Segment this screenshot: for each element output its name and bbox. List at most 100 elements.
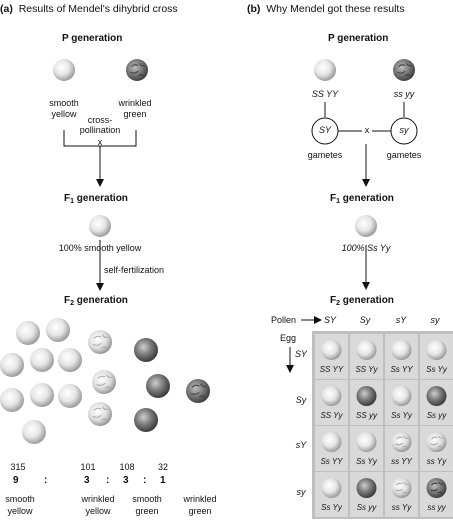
punnett-cell: Ss YY: [385, 334, 418, 379]
punnett-pea-smooth-green: [356, 386, 377, 406]
punnett-cell-genotype: Ss yy: [426, 411, 447, 420]
pollen-gamete-4: sy: [430, 315, 440, 325]
count-smooth-green: 108: [119, 462, 135, 472]
punnett-cell: Ss yy: [420, 380, 453, 425]
f1-heading-suffix: generation: [74, 193, 128, 204]
f2-pea-smooth-yellow: [22, 420, 46, 444]
punnett-cell: Ss Yy: [420, 334, 453, 379]
punnett-pea-smooth-yellow: [321, 386, 342, 406]
panel-a-title-text: Results of Mendel's dihybrid cross: [18, 3, 178, 15]
punnett-pea: [321, 340, 342, 360]
f2-pea-wrinkled-yellow: [88, 330, 112, 354]
f1-generation-heading-a: F1 generation: [64, 193, 128, 206]
gamete-sy-recessive: sy: [399, 125, 409, 135]
punnett-pea: [391, 386, 412, 406]
punnett-pea-smooth-yellow: [321, 340, 342, 360]
punnett-cell-genotype: Ss Yy: [356, 457, 377, 466]
pollen-gamete-2: Sy: [359, 315, 371, 325]
punnett-pea: [321, 478, 342, 498]
punnett-cell: SS Yy: [315, 380, 348, 425]
punnett-cell: Ss yy: [350, 472, 383, 517]
panel-a-letter: (a): [0, 3, 13, 15]
egg-gamete-4: sy: [296, 487, 306, 497]
punnett-cell: SS Yy: [350, 334, 383, 379]
punnett-cell: Ss Yy: [350, 426, 383, 471]
f1-heading-subscript-b: 1: [336, 198, 341, 205]
count-wrinkled-green: 32: [157, 462, 168, 472]
egg-gamete-2: Sy: [295, 395, 307, 405]
punnett-cell-genotype: SS yy: [356, 411, 377, 420]
phenotype-wrinkled-yellow-line2: yellow: [85, 506, 111, 516]
punnett-pea-smooth-yellow: [391, 386, 412, 406]
f2-heading-subscript-b: 2: [336, 300, 341, 307]
parent-pea-wrinkled-green: [126, 59, 148, 81]
f1-heading-letter-b: F: [330, 193, 337, 204]
f2-heading-letter-b: F: [330, 295, 337, 306]
ratio-colon-3: :: [143, 475, 147, 486]
parent2-label-line2: green: [123, 109, 147, 119]
count-smooth-yellow: 315: [10, 462, 26, 472]
f2-pea-wrinkled-yellow: [92, 370, 116, 394]
punnett-cell: ss YY: [385, 426, 418, 471]
f2-pea-smooth-yellow: [58, 384, 82, 408]
punnett-pea: [426, 432, 447, 452]
ratio-colon-1: :: [44, 475, 48, 486]
phenotype-smooth-yellow-line1: smooth: [5, 494, 35, 504]
punnett-cell: Ss Yy: [385, 380, 418, 425]
punnett-pea-smooth-yellow: [391, 340, 412, 360]
self-fertilization-label: self-fertilization: [104, 265, 165, 275]
f2-pea-smooth-green: [134, 408, 158, 432]
punnett-cell-genotype: Ss Yy: [391, 411, 412, 420]
punnett-pea-wrinkled-green: [426, 478, 447, 498]
f2-generation-heading-a: F2 generation: [64, 295, 128, 308]
parent1-label-line1: smooth: [49, 98, 79, 108]
punnett-pea-wrinkled-yellow: [391, 478, 412, 498]
count-wrinkled-yellow: 101: [80, 462, 96, 472]
punnett-pea: [356, 340, 377, 360]
punnett-pea: [426, 386, 447, 406]
punnett-pea: [391, 478, 412, 498]
punnett-cell-genotype: ss yy: [427, 503, 446, 512]
egg-gamete-1: SY: [294, 349, 307, 359]
punnett-pea-smooth-yellow: [321, 432, 342, 452]
panel-b-letter: (b): [247, 3, 261, 15]
f2-heading-letter: F: [64, 295, 71, 306]
panel-b-title: (b) Why Mendel got these results: [247, 4, 405, 15]
punnett-cell: SS yy: [350, 380, 383, 425]
phenotype-smooth-green-line2: green: [135, 506, 159, 516]
egg-label: Egg: [280, 333, 297, 343]
punnett-pea-smooth-green: [426, 386, 447, 406]
f2-pea-smooth-green: [134, 338, 158, 362]
punnett-pea: [321, 386, 342, 406]
punnett-cell: ss yy: [420, 472, 453, 517]
f2-heading-suffix: generation: [74, 295, 128, 306]
ratio-colon-2: :: [106, 475, 110, 486]
parent-pea-ssyy-dominant: [314, 59, 336, 81]
f1-label-b: 100% Ss Yy: [341, 243, 391, 253]
punnett-cell-genotype: SS Yy: [320, 411, 343, 420]
f2-pea-smooth-yellow: [46, 318, 70, 342]
f1-heading-letter: F: [64, 193, 71, 204]
cross-lines-a: [63, 130, 137, 291]
ratio-3b: 3: [123, 475, 129, 486]
ratio-9: 9: [13, 475, 19, 486]
f1-pea-ssyy: [355, 215, 377, 237]
f2-pea-smooth-green: [146, 374, 170, 398]
f2-generation-heading-b: F2 generation: [330, 295, 394, 308]
phenotype-wrinkled-green-line2: green: [188, 506, 212, 516]
cross-symbol-b: x: [364, 125, 370, 135]
cross-label-line1: cross-: [87, 115, 113, 125]
punnett-pea: [391, 432, 412, 452]
punnett-cell: Ss YY: [315, 426, 348, 471]
parent-pea-smooth-yellow: [53, 59, 75, 81]
pollen-gamete-3: sY: [395, 315, 407, 325]
pollen-label: Pollen: [271, 315, 297, 325]
cross-lines-b: [286, 102, 418, 373]
parent1-genotype: SS YY: [311, 89, 339, 99]
f2-pea-smooth-yellow: [16, 321, 40, 345]
punnett-cell: SS YY: [315, 334, 348, 379]
f1-heading-suffix-b: generation: [340, 193, 394, 204]
parent2-genotype: ss yy: [393, 89, 415, 99]
